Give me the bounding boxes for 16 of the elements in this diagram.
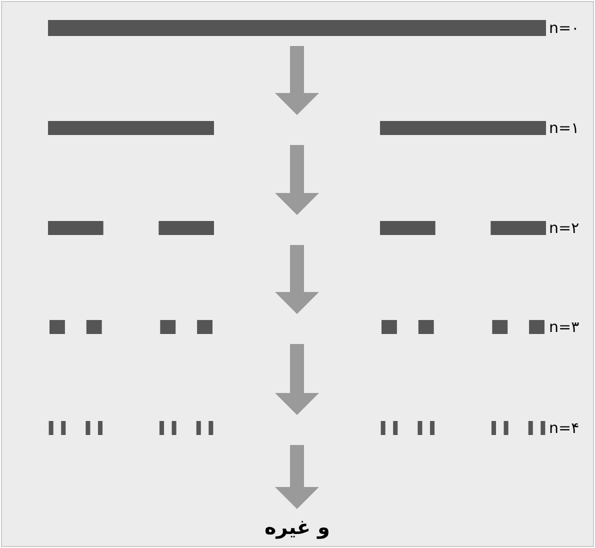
- cantor-bar-row: [48, 221, 546, 235]
- cantor-bar-row: [48, 320, 546, 334]
- level-label: n=۳: [549, 318, 580, 336]
- level-label: n=۰: [549, 19, 580, 37]
- arrow: [275, 344, 319, 415]
- arrow: [275, 145, 319, 215]
- arrow: [275, 245, 319, 314]
- cantor-bar-row: [48, 121, 546, 135]
- level-label: n=۴: [549, 419, 580, 437]
- arrow: [275, 445, 319, 509]
- text-label: و غیره: [262, 515, 332, 539]
- cantor-bar-row: [48, 421, 546, 435]
- level-label: n=۱: [549, 119, 580, 137]
- level-label: n=۲: [549, 219, 580, 237]
- arrow: [275, 46, 319, 115]
- cantor-bar-row: [48, 20, 546, 36]
